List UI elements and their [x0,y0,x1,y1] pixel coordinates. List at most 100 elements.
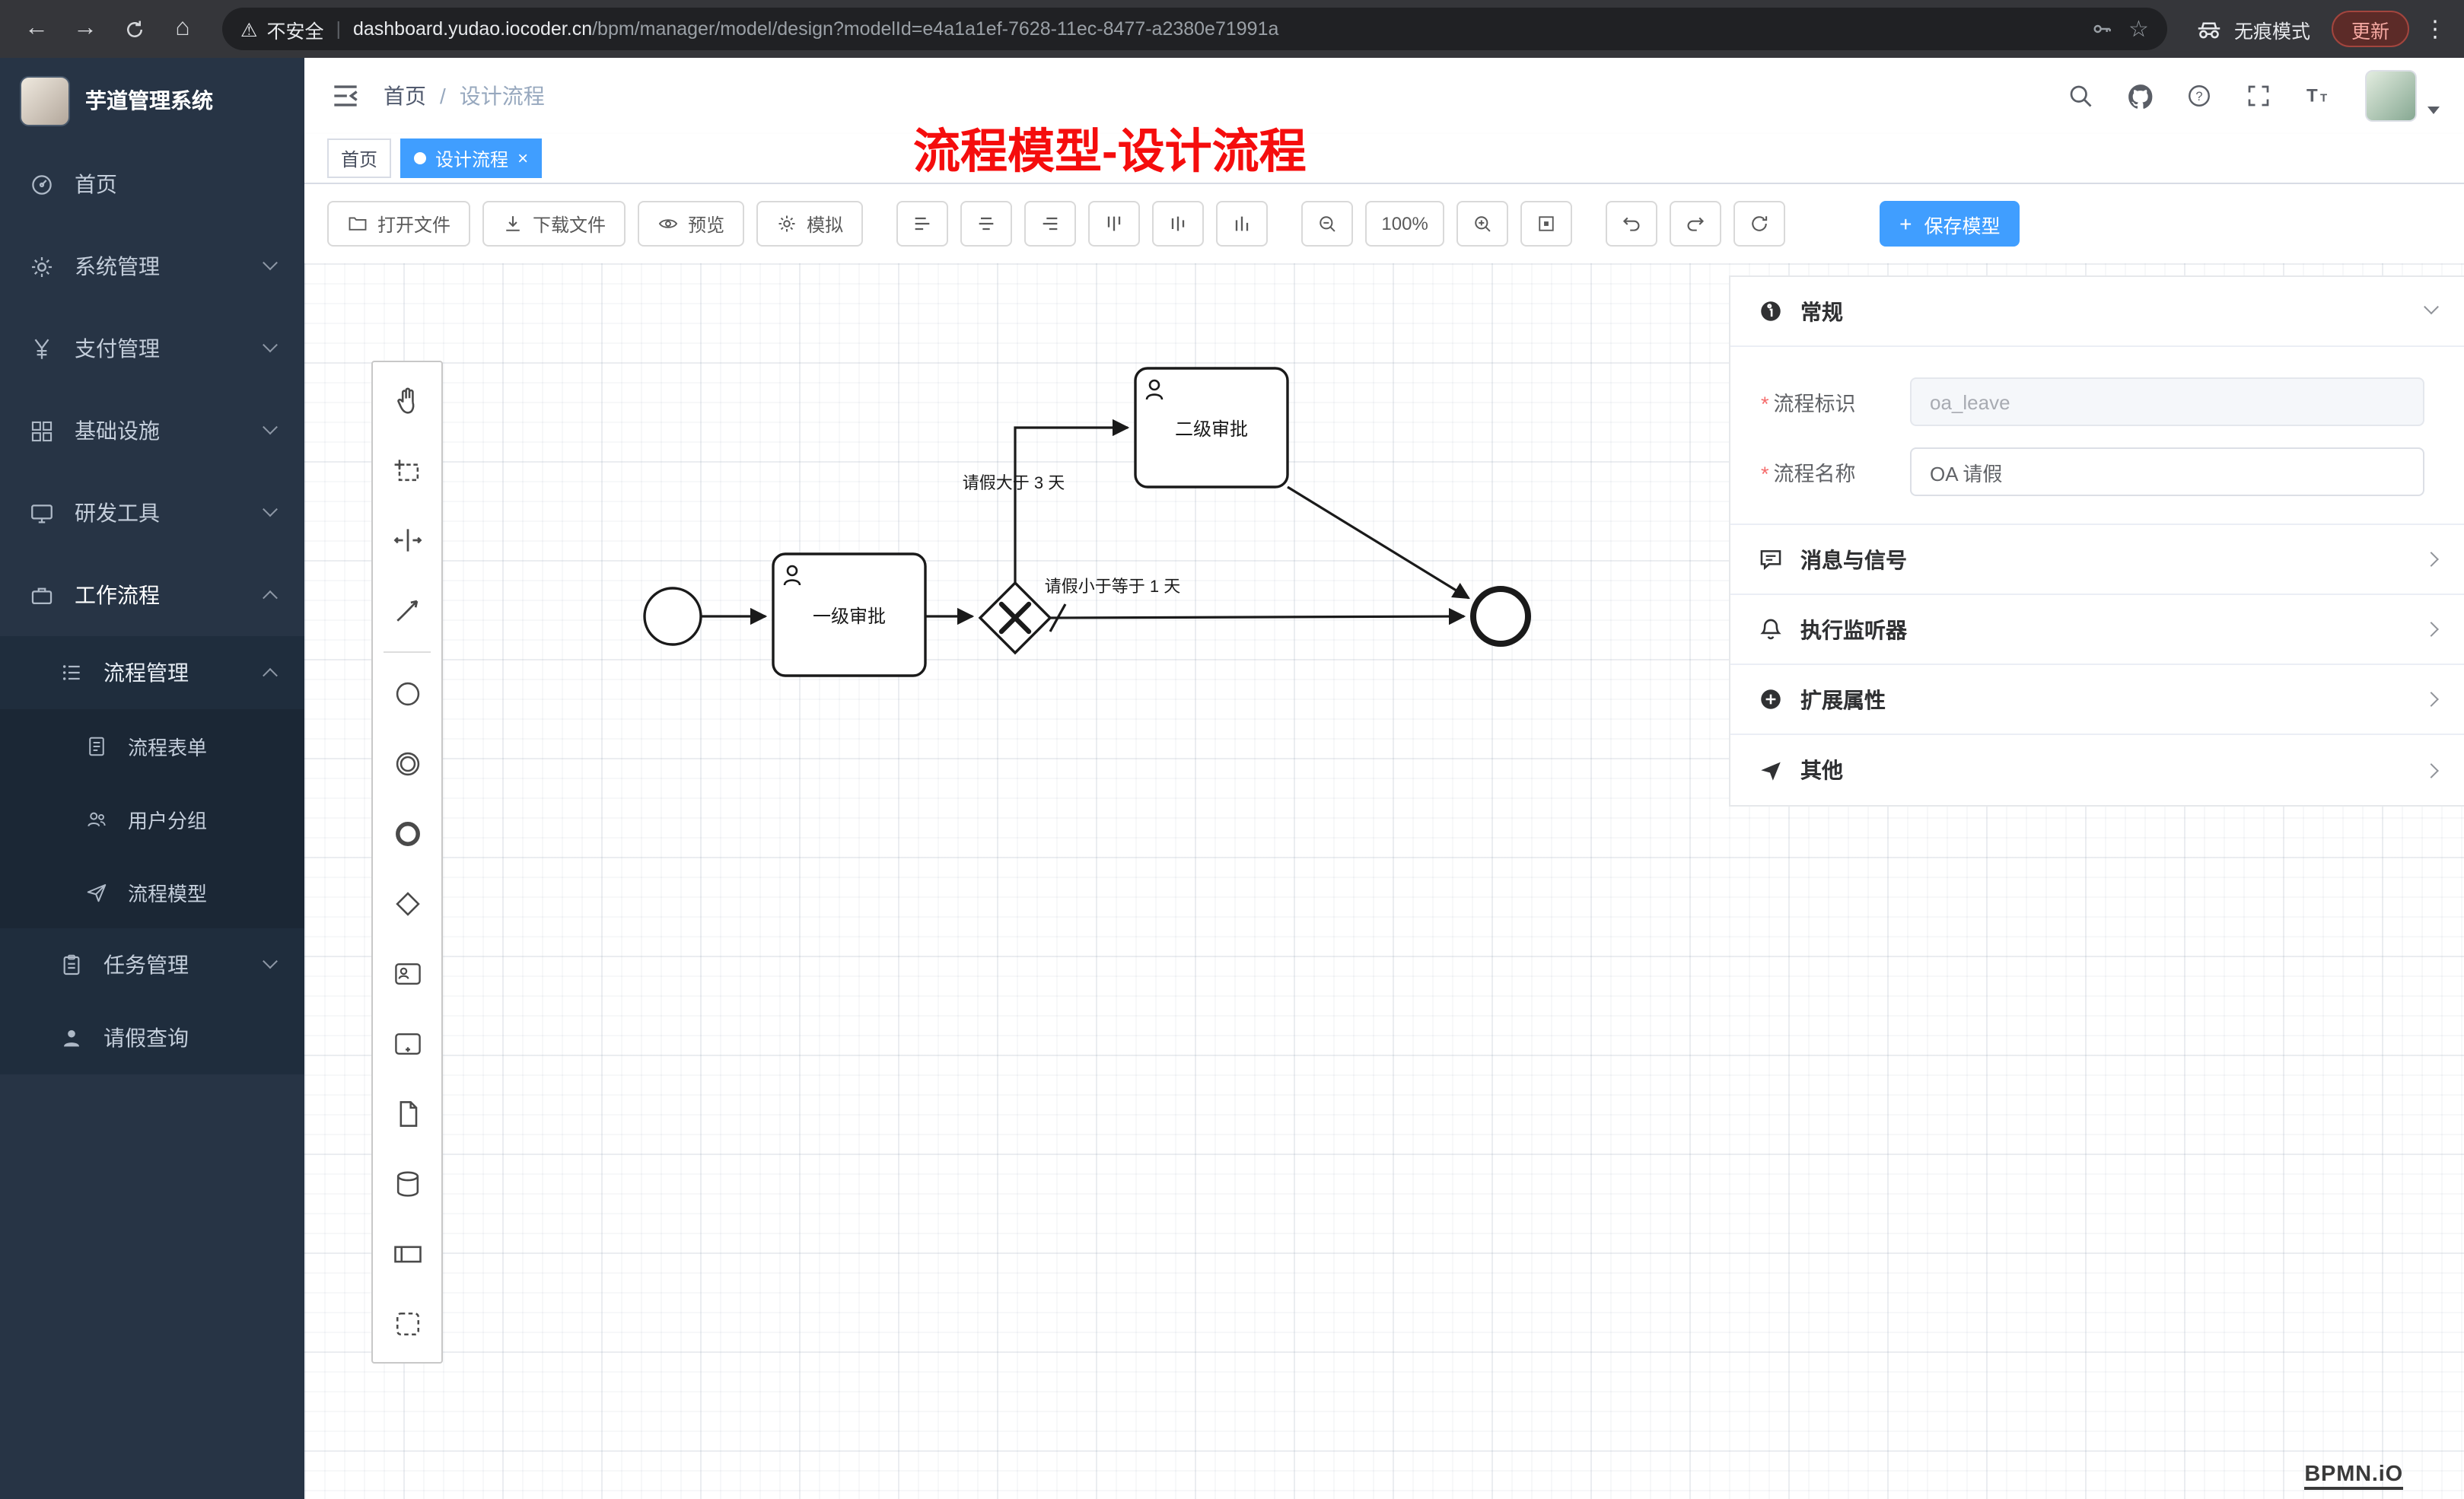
preview-button[interactable]: 预览 [638,201,745,247]
process-key-input[interactable] [1910,377,2424,426]
simulate-button[interactable]: 模拟 [756,201,864,247]
tab-home[interactable]: 首页 [327,138,392,178]
sidebar-item-infra[interactable]: 基础设施 [0,390,304,472]
bpmn-io-logo[interactable]: BPMN.iO [2304,1462,2403,1490]
home-icon[interactable]: ⌂ [175,15,190,41]
section-execution-listener[interactable]: 执行监听器 [1730,595,2464,665]
section-extended-attrs[interactable]: 扩展属性 [1730,665,2464,735]
user-menu[interactable] [2365,70,2440,122]
password-key-icon[interactable] [2089,17,2113,41]
create-data-object-icon[interactable] [373,1079,441,1149]
exclusive-gateway[interactable] [978,581,1052,655]
global-connect-tool-icon[interactable] [373,575,441,645]
forward-icon[interactable]: → [73,15,97,41]
reload-icon[interactable] [113,8,155,50]
align-top-button[interactable] [1088,201,1141,247]
search-icon[interactable] [2065,81,2096,111]
browser-menu-icon[interactable]: ⋮ [2424,17,2446,43]
create-gateway-icon[interactable] [373,869,441,939]
back-icon[interactable]: ← [24,15,49,41]
sidebar-item-user-group[interactable]: 用户分组 [0,782,304,855]
url-bar[interactable]: ⚠ 不安全 | dashboard.yudao.iocoder.cn/bpm/m… [222,8,2167,50]
save-model-button[interactable]: + 保存模型 [1880,201,2020,247]
align-left-button[interactable] [896,201,949,247]
sidebar-item-label: 任务管理 [103,953,189,977]
undo-button[interactable] [1606,201,1658,247]
flow-label-le1[interactable]: 请假小于等于 1 天 [1045,577,1180,596]
hand-tool-icon[interactable] [373,365,441,435]
help-icon[interactable]: ? [2184,81,2214,111]
url-text[interactable]: dashboard.yudao.iocoder.cn/bpm/manager/m… [353,18,2077,40]
button-label: 打开文件 [377,214,451,235]
sequence-flow-gateway-to-end[interactable] [1049,607,1466,625]
sidebar-item-process-mgmt[interactable]: 流程管理 [0,636,304,709]
folder-icon [349,217,367,231]
create-subprocess-icon[interactable] [373,1009,441,1079]
create-intermediate-event-icon[interactable] [373,729,441,799]
sequence-flow-gateway-to-task2[interactable] [1014,419,1130,583]
site-security[interactable]: ⚠ 不安全 [240,14,323,43]
general-form: *流程标识 *流程名称 [1730,347,2464,525]
align-right-button[interactable] [1024,201,1077,247]
sidebar-item-leave-query[interactable]: 请假查询 [0,1001,304,1074]
sidebar-item-process-form[interactable]: 流程表单 [0,709,304,782]
chevron-right-icon [2424,552,2439,567]
tab-design-process[interactable]: 设计流程 × [400,138,543,178]
space-tool-icon[interactable] [373,505,441,575]
flow-label-gt3[interactable]: 请假大于 3 天 [963,473,1065,492]
process-name-input[interactable] [1910,447,2424,496]
fullscreen-icon[interactable] [2243,81,2274,111]
open-file-button[interactable]: 打开文件 [327,201,471,247]
create-participant-icon[interactable] [373,1219,441,1289]
align-middle-button[interactable] [1152,201,1205,247]
section-message-signal[interactable]: 消息与信号 [1730,525,2464,595]
align-top-icon [1107,216,1121,231]
section-general[interactable]: 常规 [1730,277,2464,347]
chrome-update-button[interactable]: 更新 [2331,11,2409,47]
align-bottom-button[interactable] [1216,201,1269,247]
sidebar-item-devtools[interactable]: 研发工具 [0,472,304,554]
sidebar-item-workflow[interactable]: 工作流程 [0,554,304,636]
required-asterisk: * [1761,463,1769,485]
create-start-event-icon[interactable] [373,659,441,729]
create-end-event-icon[interactable] [373,799,441,869]
bookmark-star-icon[interactable]: ☆ [2128,17,2149,43]
close-icon[interactable]: × [517,148,529,169]
bpmn-canvas[interactable]: 一级审批 二级审批 [304,263,2464,1499]
zoom-level[interactable]: 100% [1365,201,1445,247]
zoom-out-button[interactable] [1301,201,1354,247]
plus-icon: + [1899,212,1912,236]
sidebar-item-home[interactable]: 首页 [0,143,304,225]
redo-button[interactable] [1670,201,1722,247]
sidebar-item-process-model[interactable]: 流程模型 [0,855,304,928]
user-task-level1[interactable]: 一级审批 [772,552,927,677]
create-group-icon[interactable] [373,1289,441,1359]
download-file-button[interactable]: 下载文件 [482,201,626,247]
start-event[interactable] [643,587,702,646]
sidebar-item-label: 基础设施 [75,419,160,443]
sidebar-item-payment[interactable]: 支付管理 [0,307,304,390]
warning-icon: ⚠ [240,19,258,40]
bpmn-diagram: 一级审批 二级审批 [643,367,1531,677]
breadcrumb-home[interactable]: 首页 [384,84,426,108]
fit-viewport-button[interactable] [1520,201,1573,247]
restart-button[interactable] [1733,201,1786,247]
section-other[interactable]: 其他 [1730,735,2464,805]
user-task-level2[interactable]: 二级审批 [1134,367,1289,489]
zoom-in-button[interactable] [1456,201,1509,247]
designer-workarea: 打开文件 下载文件 预览 模拟 [304,184,2464,1499]
gear-icon [778,215,795,232]
app-logo[interactable]: 芋道管理系统 [0,58,304,143]
sidebar-item-task-mgmt[interactable]: 任务管理 [0,928,304,1001]
create-user-task-icon[interactable] [373,939,441,1009]
sidebar-item-label: 工作流程 [75,583,160,607]
sidebar-item-system[interactable]: 系统管理 [0,225,304,307]
align-center-button[interactable] [960,201,1013,247]
sidebar-collapse-icon[interactable] [329,79,362,113]
lasso-tool-icon[interactable] [373,435,441,505]
create-data-store-icon[interactable] [373,1149,441,1219]
github-icon[interactable] [2125,81,2155,111]
end-event[interactable] [1470,586,1531,647]
sequence-flow-task2-to-end[interactable] [1287,485,1470,600]
